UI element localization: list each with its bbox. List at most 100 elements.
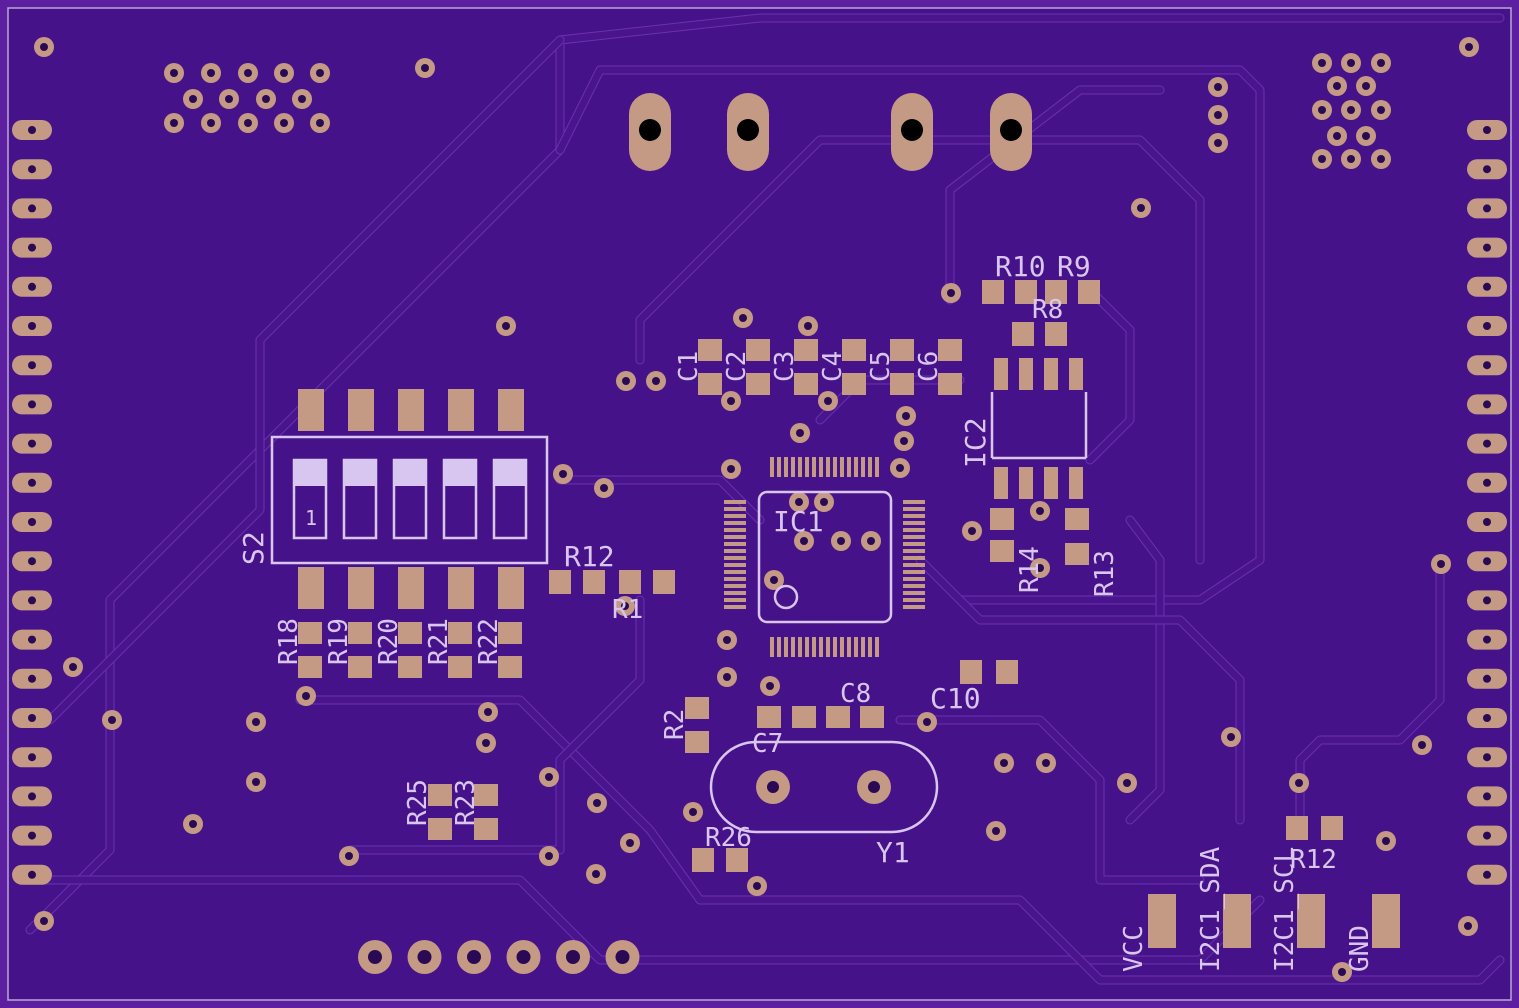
ic-pin	[770, 457, 774, 477]
smd-pad	[726, 848, 748, 872]
ic-pin	[784, 457, 788, 477]
via-drill	[923, 718, 931, 726]
switch-pad	[348, 389, 374, 431]
vent-hole-drill	[1377, 155, 1385, 163]
resistors-r13-r14: R14 R13	[990, 508, 1120, 597]
label-r8: R8	[1032, 295, 1063, 325]
header-drill	[28, 753, 36, 762]
header-drill	[1483, 439, 1491, 448]
header-drill	[28, 831, 36, 840]
ic-pin	[903, 577, 925, 581]
switch-pad	[498, 389, 524, 431]
ic-pin	[1019, 467, 1033, 499]
label-c5: C5	[866, 351, 896, 382]
ic-pin	[777, 457, 781, 477]
smd-pad	[685, 731, 709, 753]
smd-pad	[428, 818, 452, 840]
label-c1: C1	[674, 351, 704, 382]
smd-pad	[1012, 322, 1034, 346]
via-drill	[545, 773, 553, 781]
switch-pad	[448, 567, 474, 609]
vent-hole-drill	[170, 69, 178, 77]
via-drill	[1338, 968, 1346, 976]
label-r22: R22	[474, 618, 504, 665]
via-drill	[1464, 922, 1472, 930]
ic-pin	[1019, 358, 1033, 390]
via-drill	[770, 576, 778, 584]
smd-pad	[583, 570, 605, 594]
vent-hole-drill	[280, 69, 288, 77]
smd-pad	[398, 622, 422, 644]
via-drill	[593, 799, 601, 807]
ic-pin	[1069, 467, 1083, 499]
vent-hole-drill	[1377, 106, 1385, 114]
smd-pad	[890, 339, 914, 361]
ic-pin	[903, 514, 925, 518]
via-drill	[727, 465, 735, 473]
vent-hole-drill	[1318, 106, 1326, 114]
smd-pad	[498, 656, 522, 678]
ic-pin	[1069, 358, 1083, 390]
dip-pin1-label: 1	[305, 506, 317, 530]
ic-pin	[724, 605, 746, 609]
vent-hole-drill	[316, 119, 324, 127]
header-drill	[28, 870, 36, 879]
ic-pin	[724, 521, 746, 525]
label-r10: R10	[995, 250, 1046, 283]
slot-drill	[737, 119, 759, 141]
ic1-outline	[757, 490, 893, 624]
label-r18: R18	[274, 618, 304, 665]
crystal-drill	[868, 781, 880, 793]
header-drill	[1483, 400, 1491, 409]
smd-pad	[698, 373, 722, 395]
ic-pin	[847, 637, 851, 657]
via-drill	[1214, 139, 1222, 147]
header-drill	[1483, 322, 1491, 330]
header-drill	[1483, 361, 1491, 370]
header-drill	[1483, 753, 1491, 762]
resistors-r8-r10: R10 R9 R8	[982, 250, 1100, 346]
dip-switch-outline	[270, 435, 549, 565]
smd-pad	[1015, 280, 1037, 304]
header-drill	[467, 950, 481, 964]
ic-pin	[798, 637, 802, 657]
via-drill	[900, 437, 908, 445]
ic-pin	[798, 457, 802, 477]
header-drill	[28, 400, 36, 409]
ic-pin	[903, 605, 925, 609]
vent-hole-drill	[225, 95, 233, 103]
via-drill	[69, 663, 77, 671]
vent-hole-drill	[1362, 82, 1370, 90]
header-drill	[1483, 282, 1491, 291]
label-c4: C4	[818, 351, 848, 382]
ic-pin	[724, 584, 746, 588]
header-drill	[28, 518, 36, 526]
header-drill	[28, 165, 36, 174]
header-drill	[28, 478, 36, 487]
ic-pin	[812, 457, 816, 477]
smd-pad	[938, 339, 962, 361]
via-drill	[302, 692, 310, 700]
switch-pad	[398, 389, 424, 431]
ic-pin	[854, 457, 858, 477]
via-drill	[40, 43, 48, 51]
vent-hole-drill	[298, 95, 306, 103]
ic-pin	[770, 637, 774, 657]
smd-pad	[685, 697, 709, 719]
resistor-bank-r18-r22	[298, 622, 522, 678]
ic-pin	[903, 507, 925, 511]
via-drill	[1382, 837, 1390, 845]
crystal-drill	[767, 781, 779, 793]
smd-pad	[1045, 280, 1067, 304]
ic-pin	[724, 570, 746, 574]
ic-pin	[903, 584, 925, 588]
gnd-label: GND	[1345, 925, 1375, 972]
header-drill	[1483, 870, 1491, 879]
smd-pad	[428, 784, 452, 806]
vent-hole-arrays	[164, 53, 1391, 169]
smd-pad	[842, 373, 866, 395]
ic-pin	[994, 358, 1008, 390]
ic-pin	[791, 637, 795, 657]
header-drill	[28, 557, 36, 566]
